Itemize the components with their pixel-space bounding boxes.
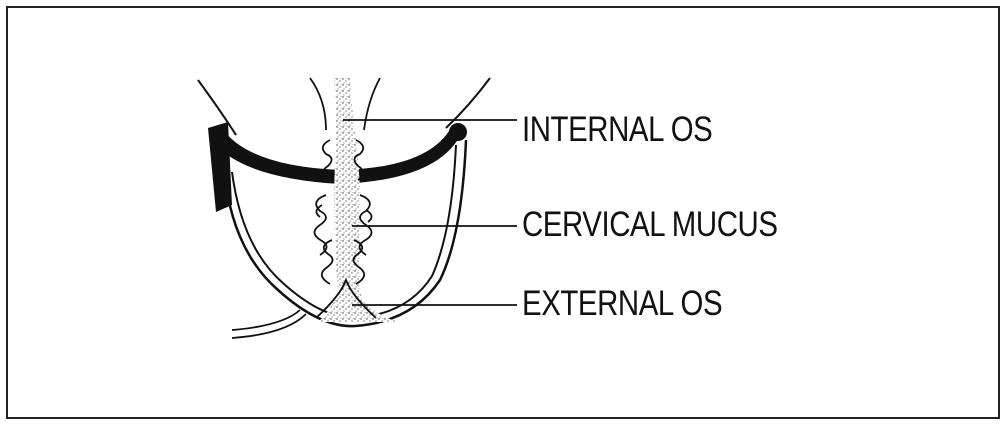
canal-left-line	[310, 78, 326, 130]
label-cervical-mucus: CERVICAL MUCUS	[522, 207, 778, 242]
cervical-canal	[318, 78, 400, 322]
cap-string	[232, 310, 300, 330]
cap-string-2	[232, 314, 306, 338]
label-external-os: EXTERNAL OS	[522, 286, 722, 321]
crypts-left	[314, 140, 332, 284]
frame-border	[7, 7, 999, 418]
canal-right-line	[364, 78, 380, 130]
cap-right-knob	[449, 123, 467, 141]
label-internal-os: INTERNAL OS	[522, 112, 712, 147]
